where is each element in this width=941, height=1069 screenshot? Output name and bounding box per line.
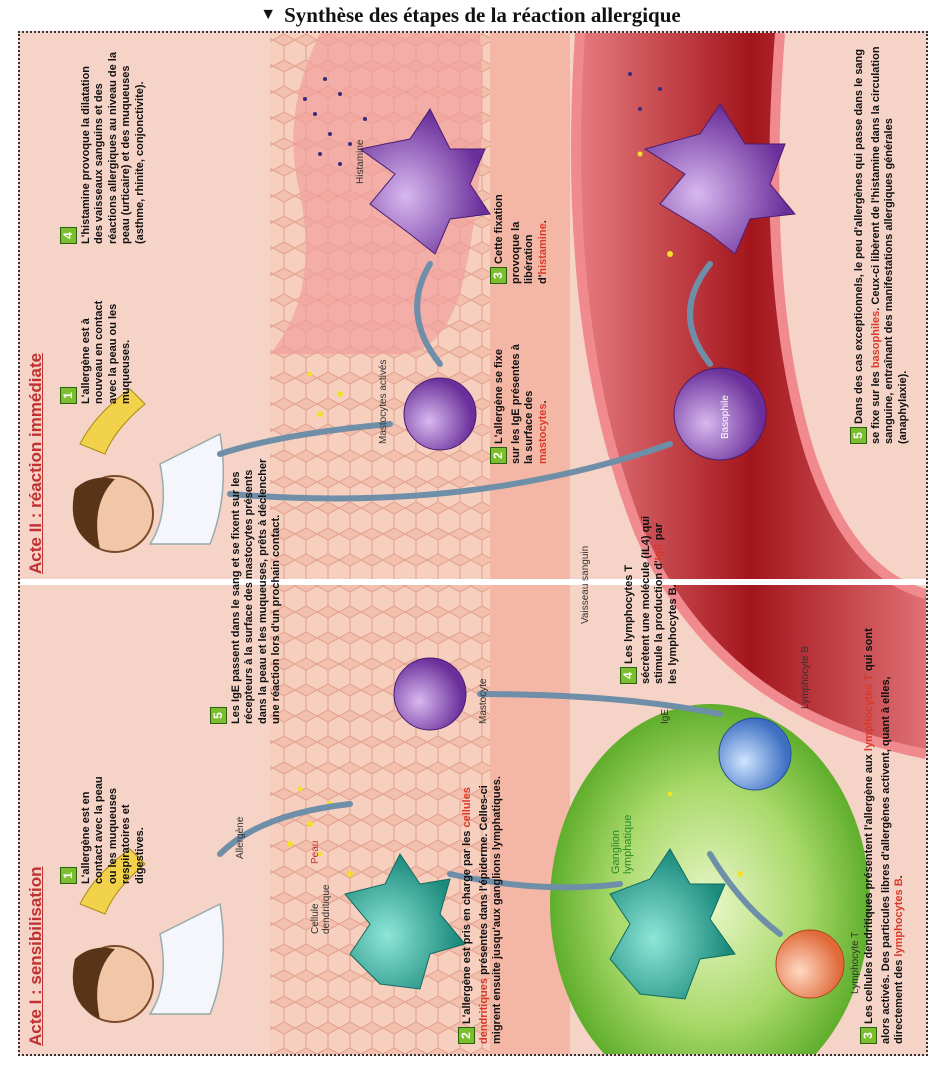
label-vaisseau: Vaisseau sanguin — [580, 546, 591, 624]
act1-title: Acte I : sensibilisation — [26, 867, 46, 1047]
step-badge: 5 — [850, 427, 867, 444]
step-badge: 3 — [490, 267, 507, 284]
step-text: L'allergène est à nouveau en contact ave… — [80, 294, 134, 404]
step-text: Les IgE passent dans le sang et se fixen… — [230, 454, 284, 724]
step-text-highlight: basophiles — [870, 311, 882, 368]
step-act2-1: 1 L'allergène est à nouveau en contact a… — [60, 294, 134, 404]
step-act2-4: 4 L'histamine provoque la dilatation des… — [60, 44, 147, 244]
step-text-pre: L'allergène est pris en charge par les — [461, 828, 473, 1024]
label-cellule-dendritique: Cellule dendritique — [310, 874, 332, 934]
step-act2-3: 3 Cette fixation provoque la libération … — [490, 174, 550, 284]
step-act2-2: 2 L'allergène se fixe sur les IgE présen… — [490, 344, 550, 464]
step-act1-1: 1 L'allergène est en contact avec la pea… — [60, 769, 147, 884]
step-text-post: . — [893, 875, 905, 878]
figure-title: Synthèse des étapes de la réaction aller… — [284, 3, 681, 28]
label-ige: IgE — [660, 709, 671, 724]
step-text-highlight-2: lymphocytes B — [893, 878, 905, 956]
step-text-highlight: IgE — [653, 543, 665, 560]
label-mastocyte: Mastocyte — [478, 678, 489, 724]
step-act1-2: 2 L'allergène est pris en charge par les… — [458, 774, 505, 1044]
label-histamine: Histamine — [355, 140, 366, 184]
step-text-post: . — [537, 400, 549, 403]
step-badge: 2 — [490, 447, 507, 464]
rotated-canvas: Acte I : sensibilisation Acte II : réact… — [20, 33, 926, 1054]
lymphocyte-t — [776, 930, 844, 998]
step-badge: 2 — [458, 1027, 475, 1044]
label-basophile: Basophile — [720, 395, 731, 439]
act2-title: Acte II : réaction immédiate — [26, 353, 46, 574]
step-badge: 5 — [210, 707, 227, 724]
step-badge: 4 — [620, 667, 637, 684]
step-text: L'histamine provoque la dilatation des v… — [80, 44, 147, 244]
step-text-post: . — [537, 220, 549, 223]
step-badge: 1 — [60, 867, 77, 884]
step-act1-3: 3 Les cellules dendritiques présentent l… — [860, 624, 907, 1044]
step-text: L'allergène est en contact avec la peau … — [80, 769, 147, 884]
step-act1-5: 5 Les IgE passent dans le sang et se fix… — [210, 454, 284, 724]
label-lymphocyte-t: Lymphocyte T — [850, 932, 861, 994]
step-text-highlight-1: lymphocytes T — [863, 674, 875, 751]
label-lymphocyte-b: Lymphocyte B — [800, 646, 811, 709]
step-text-pre: Les cellules dendritiques présentent l'a… — [863, 751, 875, 1024]
label-peau: Peau — [310, 841, 321, 864]
label-mastocytes-actives: Mastocytes activés — [378, 360, 389, 444]
activated-mastocyte — [404, 378, 476, 450]
figure-header: ▼ Synthèse des étapes de la réaction all… — [0, 0, 941, 30]
step-badge: 4 — [60, 227, 77, 244]
diagram-frame: Acte I : sensibilisation Acte II : réact… — [18, 31, 928, 1056]
label-allergene: Allergène — [235, 817, 246, 859]
lymphocyte-b — [719, 718, 791, 790]
label-ganglion: Ganglion lymphatique — [610, 794, 634, 874]
step-act1-4: 4 Les lymphocytes T sécrètent une molécu… — [620, 514, 680, 684]
step-text-pre: L'allergène se fixe sur les IgE présente… — [493, 344, 535, 464]
step-badge: 1 — [60, 387, 77, 404]
step-text-highlight: histamine — [537, 223, 549, 274]
mastocyte — [394, 658, 466, 730]
step-badge: 3 — [860, 1027, 877, 1044]
step-act2-5: 5 Dans des cas exceptionnels, le peu d'a… — [850, 44, 910, 444]
step-text-highlight: mastocytes — [537, 403, 549, 464]
collapse-triangle-icon[interactable]: ▼ — [260, 7, 276, 23]
